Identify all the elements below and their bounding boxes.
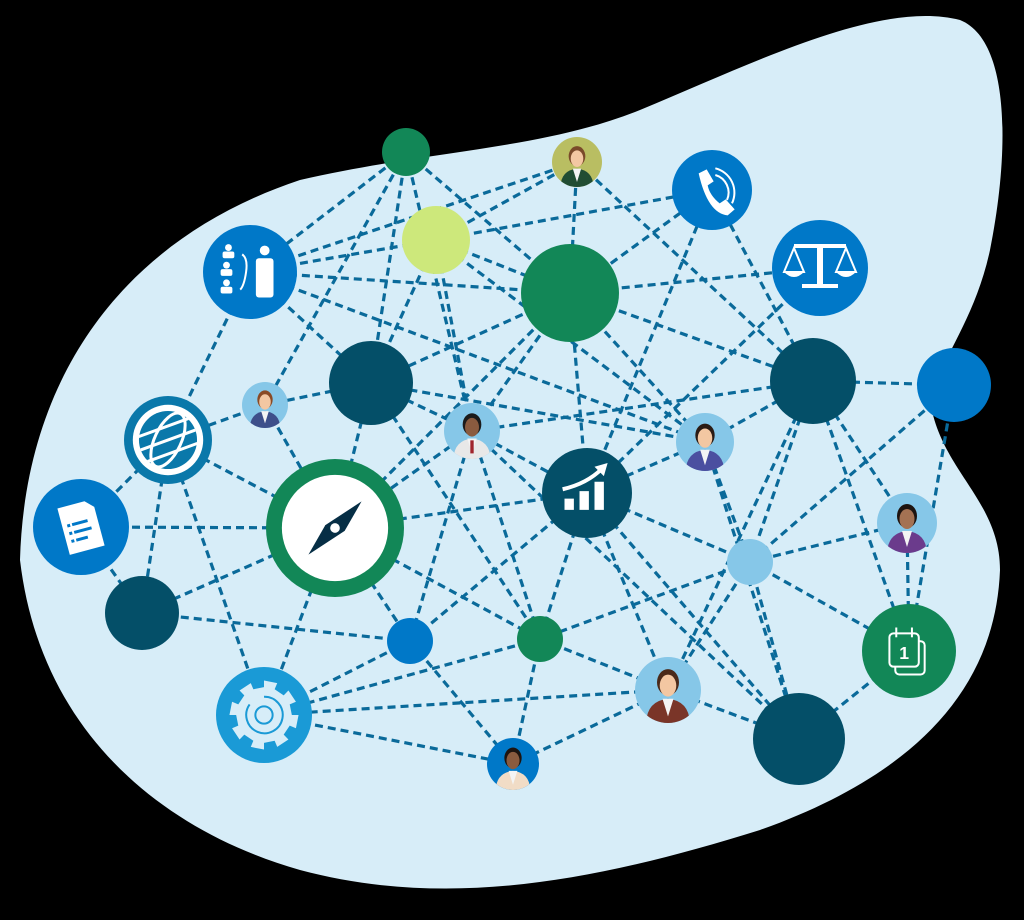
globe-node [124,396,212,484]
connection-line [249,270,706,444]
connection-line [666,380,815,691]
gear-node [216,667,312,763]
compass-icon [266,459,404,597]
connection-line [585,189,714,494]
phone-icon [672,150,752,230]
connection-line [166,439,266,716]
avatar [487,738,539,790]
growth-chart-icon [542,448,632,538]
connection-line [585,266,822,495]
connection-line [749,560,910,653]
connection-line [748,383,956,564]
avatar [676,413,734,471]
connection-line [435,188,713,242]
connection-line [748,561,801,740]
calendar-icon: 1 [862,604,956,698]
connection-line [470,429,801,741]
circle-node [329,341,413,425]
avatar [444,403,500,459]
connection-line [539,637,669,692]
phone-node [672,150,752,230]
document-icon [33,479,129,575]
globe-icon [124,396,212,484]
connection-line [249,270,571,295]
connection-line [408,430,474,642]
connection-line [710,189,815,382]
network-nodes: 1 [33,128,991,790]
circle-node [753,693,845,785]
connection-line [539,560,751,641]
circle-node [727,539,773,585]
compass-node [266,459,404,597]
calendar-node: 1 [862,604,956,698]
org-chart-icon [203,225,297,319]
connection-line [470,430,542,640]
connection-line [141,611,411,643]
connection-line [811,380,911,652]
connection-line [585,491,801,741]
connection-line [404,150,572,295]
circle-node [517,616,563,662]
circle-node [382,128,430,176]
connection-line [408,639,515,766]
scales-node [772,220,868,316]
scales-icon [772,220,868,316]
connection-line [263,688,669,717]
connection-line [435,238,706,444]
circle-node [521,244,619,342]
connection-line [249,150,407,274]
avatar [552,137,602,187]
avatar [877,493,937,553]
connection-line [667,688,800,741]
circle-node [917,348,991,422]
gear-icon [216,667,312,763]
avatar [242,382,288,428]
circle-node [105,576,179,650]
connection-line [404,151,474,432]
circle-node [387,618,433,664]
circle-node [402,206,470,274]
connection-line [471,379,814,433]
avatar [635,657,701,723]
connection-line [370,381,706,444]
connection-line [575,160,815,383]
org-chart-node [203,225,297,319]
document-node [33,479,129,575]
growth-chart-node [542,448,632,538]
connection-line [585,492,670,691]
circle-node [770,338,856,424]
calendar-day-label: 1 [899,643,909,663]
